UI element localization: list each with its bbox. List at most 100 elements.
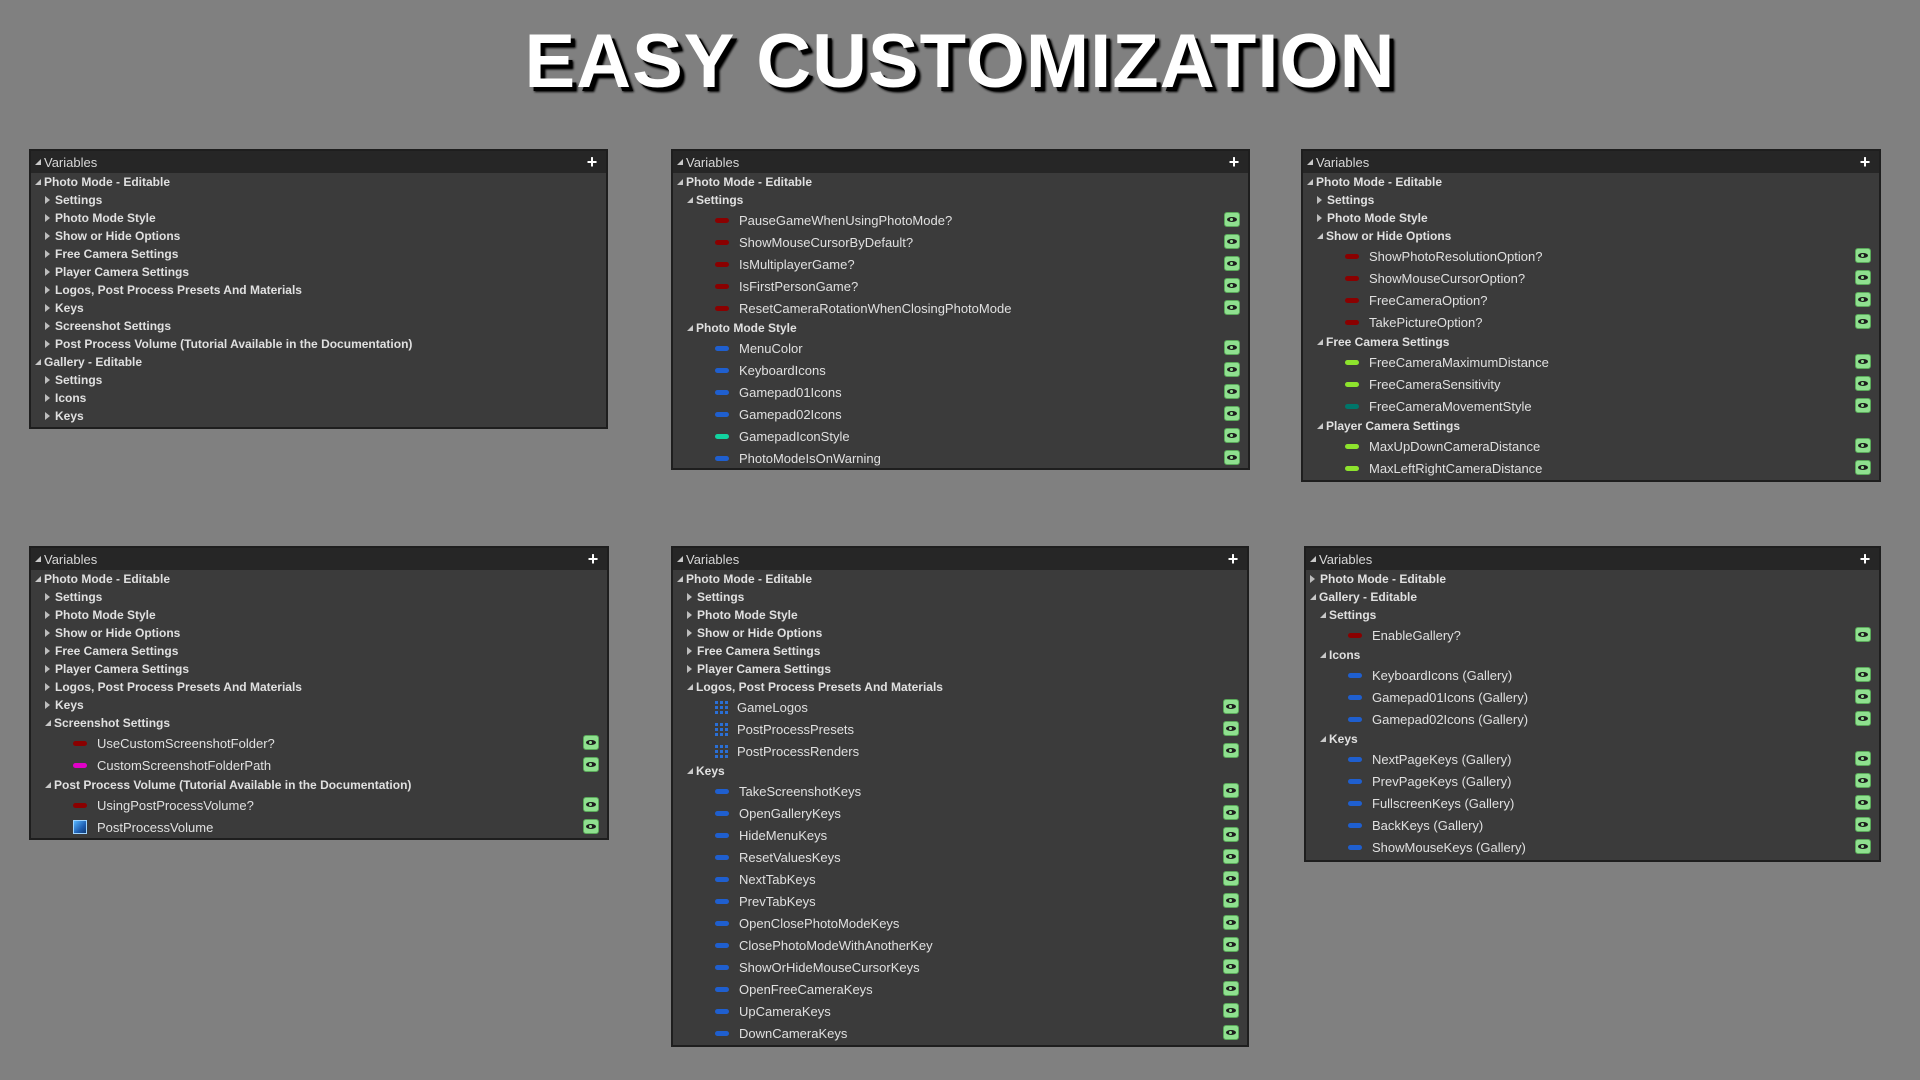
- category-row[interactable]: Free Camera Settings: [1303, 333, 1879, 351]
- collapsed-arrow-icon[interactable]: [1310, 575, 1315, 583]
- category-row[interactable]: Player Camera Settings: [1303, 417, 1879, 435]
- expanded-arrow-icon[interactable]: [677, 179, 683, 185]
- category-row[interactable]: Keys: [31, 299, 606, 317]
- visibility-eye-icon[interactable]: [1223, 871, 1239, 886]
- collapsed-arrow-icon[interactable]: [45, 286, 50, 294]
- category-row[interactable]: Settings: [1306, 606, 1879, 624]
- variable-row[interactable]: BackKeys (Gallery): [1306, 814, 1879, 836]
- expanded-arrow-icon[interactable]: [45, 720, 51, 726]
- visibility-eye-icon[interactable]: [1223, 937, 1239, 952]
- add-variable-button[interactable]: +: [1859, 549, 1871, 569]
- category-row[interactable]: Photo Mode Style: [1303, 209, 1879, 227]
- variable-row[interactable]: IsMultiplayerGame?: [673, 253, 1248, 275]
- variable-row[interactable]: IsFirstPersonGame?: [673, 275, 1248, 297]
- category-row[interactable]: Icons: [1306, 646, 1879, 664]
- collapsed-arrow-icon[interactable]: [45, 340, 50, 348]
- collapsed-arrow-icon[interactable]: [45, 665, 50, 673]
- visibility-eye-icon[interactable]: [1223, 699, 1239, 714]
- visibility-eye-icon[interactable]: [1223, 981, 1239, 996]
- visibility-eye-icon[interactable]: [1223, 1025, 1239, 1040]
- visibility-eye-icon[interactable]: [1855, 839, 1871, 854]
- category-row[interactable]: Show or Hide Options: [31, 227, 606, 245]
- expanded-arrow-icon[interactable]: [687, 325, 693, 331]
- visibility-eye-icon[interactable]: [1224, 450, 1240, 465]
- collapse-arrow-icon[interactable]: [1307, 159, 1313, 165]
- variable-row[interactable]: OpenGalleryKeys: [673, 802, 1247, 824]
- collapse-arrow-icon[interactable]: [35, 556, 41, 562]
- collapsed-arrow-icon[interactable]: [45, 376, 50, 384]
- category-row[interactable]: Settings: [673, 191, 1248, 209]
- expanded-arrow-icon[interactable]: [1307, 179, 1313, 185]
- variable-row[interactable]: KeyboardIcons: [673, 359, 1248, 381]
- visibility-eye-icon[interactable]: [1224, 212, 1240, 227]
- panel-header[interactable]: Variables+: [673, 548, 1247, 570]
- visibility-eye-icon[interactable]: [1224, 362, 1240, 377]
- category-row[interactable]: Settings: [31, 588, 607, 606]
- category-row[interactable]: Keys: [1306, 730, 1879, 748]
- variable-row[interactable]: PostProcessRenders: [673, 740, 1247, 762]
- visibility-eye-icon[interactable]: [583, 819, 599, 834]
- category-row[interactable]: Logos, Post Process Presets And Material…: [673, 678, 1247, 696]
- category-row[interactable]: Show or Hide Options: [31, 624, 607, 642]
- variable-row[interactable]: ResetValuesKeys: [673, 846, 1247, 868]
- category-row[interactable]: Player Camera Settings: [673, 660, 1247, 678]
- category-row[interactable]: Photo Mode - Editable: [673, 570, 1247, 588]
- category-row[interactable]: Settings: [31, 371, 606, 389]
- collapsed-arrow-icon[interactable]: [687, 629, 692, 637]
- category-row[interactable]: Keys: [673, 762, 1247, 780]
- expanded-arrow-icon[interactable]: [1320, 652, 1326, 658]
- visibility-eye-icon[interactable]: [1855, 795, 1871, 810]
- category-row[interactable]: Photo Mode - Editable: [1303, 173, 1879, 191]
- add-variable-button[interactable]: +: [1859, 152, 1871, 172]
- collapsed-arrow-icon[interactable]: [45, 412, 50, 420]
- variable-row[interactable]: NextTabKeys: [673, 868, 1247, 890]
- category-row[interactable]: Free Camera Settings: [673, 642, 1247, 660]
- visibility-eye-icon[interactable]: [1855, 689, 1871, 704]
- visibility-eye-icon[interactable]: [1855, 817, 1871, 832]
- visibility-eye-icon[interactable]: [1855, 292, 1871, 307]
- collapsed-arrow-icon[interactable]: [687, 647, 692, 655]
- variable-row[interactable]: OpenClosePhotoModeKeys: [673, 912, 1247, 934]
- visibility-eye-icon[interactable]: [1223, 959, 1239, 974]
- collapse-arrow-icon[interactable]: [677, 556, 683, 562]
- variable-row[interactable]: UpCameraKeys: [673, 1000, 1247, 1022]
- visibility-eye-icon[interactable]: [1224, 256, 1240, 271]
- variable-row[interactable]: UseCustomScreenshotFolder?: [31, 732, 607, 754]
- variable-row[interactable]: CustomScreenshotFolderPath: [31, 754, 607, 776]
- category-row[interactable]: Post Process Volume (Tutorial Available …: [31, 776, 607, 794]
- add-variable-button[interactable]: +: [1228, 152, 1240, 172]
- visibility-eye-icon[interactable]: [1855, 270, 1871, 285]
- expanded-arrow-icon[interactable]: [687, 197, 693, 203]
- variable-row[interactable]: KeyboardIcons (Gallery): [1306, 664, 1879, 686]
- collapsed-arrow-icon[interactable]: [45, 232, 50, 240]
- collapsed-arrow-icon[interactable]: [45, 647, 50, 655]
- panel-header[interactable]: Variables+: [1303, 151, 1879, 173]
- visibility-eye-icon[interactable]: [583, 735, 599, 750]
- collapsed-arrow-icon[interactable]: [45, 593, 50, 601]
- visibility-eye-icon[interactable]: [1855, 398, 1871, 413]
- visibility-eye-icon[interactable]: [583, 797, 599, 812]
- variable-row[interactable]: NextPageKeys (Gallery): [1306, 748, 1879, 770]
- variable-row[interactable]: GamepadIconStyle: [673, 425, 1248, 447]
- visibility-eye-icon[interactable]: [1223, 783, 1239, 798]
- variable-row[interactable]: Gamepad01Icons: [673, 381, 1248, 403]
- expanded-arrow-icon[interactable]: [1320, 736, 1326, 742]
- expanded-arrow-icon[interactable]: [35, 576, 41, 582]
- visibility-eye-icon[interactable]: [1855, 314, 1871, 329]
- collapsed-arrow-icon[interactable]: [687, 593, 692, 601]
- category-row[interactable]: Photo Mode Style: [31, 209, 606, 227]
- visibility-eye-icon[interactable]: [1855, 376, 1871, 391]
- add-variable-button[interactable]: +: [587, 549, 599, 569]
- variable-row[interactable]: TakeScreenshotKeys: [673, 780, 1247, 802]
- category-row[interactable]: Player Camera Settings: [31, 263, 606, 281]
- collapse-arrow-icon[interactable]: [1310, 556, 1316, 562]
- category-row[interactable]: Keys: [31, 407, 606, 425]
- visibility-eye-icon[interactable]: [1855, 354, 1871, 369]
- visibility-eye-icon[interactable]: [1224, 384, 1240, 399]
- category-row[interactable]: Photo Mode - Editable: [1306, 570, 1879, 588]
- collapsed-arrow-icon[interactable]: [1317, 196, 1322, 204]
- visibility-eye-icon[interactable]: [1224, 406, 1240, 421]
- variable-row[interactable]: Gamepad01Icons (Gallery): [1306, 686, 1879, 708]
- expanded-arrow-icon[interactable]: [45, 782, 51, 788]
- expanded-arrow-icon[interactable]: [687, 768, 693, 774]
